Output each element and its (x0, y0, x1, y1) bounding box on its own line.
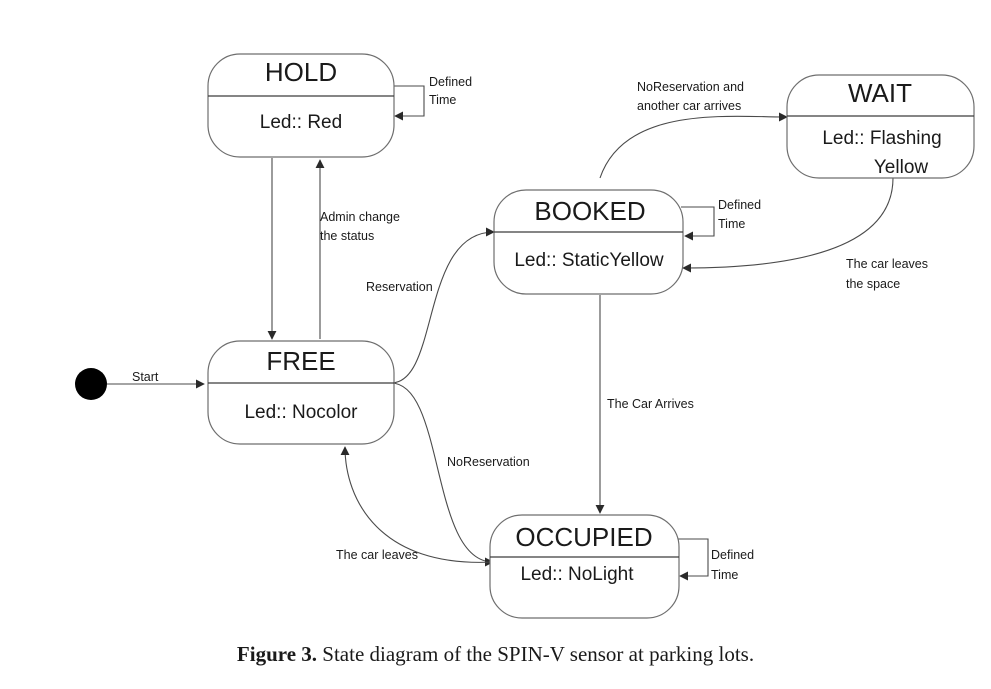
state-wait: WAIT Led:: Flashing Yellow (786, 74, 975, 179)
label-noreservation-arrives-2: another car arrives (637, 99, 741, 113)
edge-booked-self-loop (681, 206, 715, 241)
label-hold-self-1: Defined (429, 75, 472, 89)
label-booked-self-1: Defined (718, 198, 761, 212)
label-occupied-self-2: Time (711, 568, 738, 582)
figure-caption: Figure 3. State diagram of the SPIN-V se… (0, 642, 991, 667)
state-free-title: FREE (266, 346, 335, 376)
edge-free-to-occupied (390, 382, 494, 567)
label-occupied-self-1: Defined (711, 548, 754, 562)
state-occupied: OCCUPIED Led:: NoLight (489, 514, 680, 619)
state-wait-title: WAIT (848, 78, 912, 108)
edge-hold-self-loop (392, 85, 425, 121)
label-admin-1: Admin change (320, 210, 400, 224)
state-hold-led: Led:: Red (260, 112, 342, 133)
label-car-leaves: The car leaves (336, 548, 418, 562)
edge-occupied-self-loop (677, 538, 709, 581)
label-booked-self-2: Time (718, 217, 745, 231)
state-hold-title: HOLD (265, 57, 337, 87)
state-booked-title: BOOKED (534, 196, 645, 226)
state-occupied-led: Led:: NoLight (520, 564, 634, 585)
label-hold-self-2: Time (429, 93, 456, 107)
initial-state-node (75, 368, 107, 400)
edge-free-to-booked (390, 227, 495, 384)
state-booked-led: Led:: StaticYellow (514, 250, 664, 271)
state-wait-led-line2: Yellow (874, 157, 929, 178)
state-occupied-title: OCCUPIED (515, 522, 652, 552)
state-free-led: Led:: Nocolor (244, 402, 358, 423)
edge-wait-to-booked (682, 177, 894, 273)
label-reservation: Reservation (366, 280, 433, 294)
edge-occupied-to-free (340, 446, 494, 563)
label-start: Start (132, 370, 159, 384)
figure-caption-text: State diagram of the SPIN-V sensor at pa… (317, 642, 755, 666)
state-hold: HOLD Led:: Red (207, 53, 395, 158)
label-car-arrives: The Car Arrives (607, 397, 694, 411)
state-wait-led-line1: Led:: Flashing (822, 128, 941, 149)
label-car-leaves-space-1: The car leaves (846, 257, 928, 271)
label-noreservation-arrives-1: NoReservation and (637, 80, 744, 94)
state-booked: BOOKED Led:: StaticYellow (493, 189, 684, 295)
label-car-leaves-space-2: the space (846, 277, 900, 291)
label-noreservation: NoReservation (447, 455, 530, 469)
figure-caption-label: Figure 3. (236, 642, 318, 666)
label-admin-2: the status (320, 229, 374, 243)
edge-booked-to-wait (599, 112, 788, 179)
state-free: FREE Led:: Nocolor (207, 340, 395, 445)
